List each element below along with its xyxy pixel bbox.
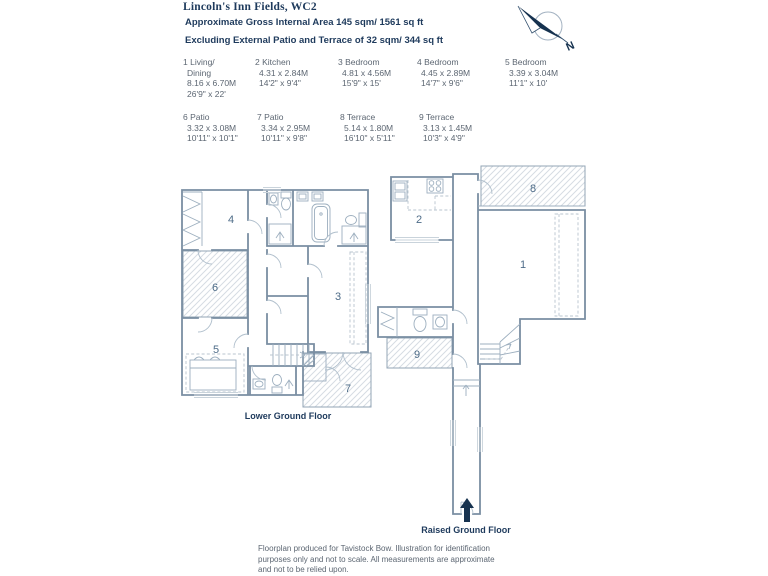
closet-room1: [554, 213, 579, 317]
stairs-lower: [270, 344, 315, 367]
room-label-3: 3: [335, 291, 341, 303]
lower-windows: [194, 187, 371, 398]
page-title: Lincoln's Inn Fields, WC2: [183, 1, 317, 13]
legend-item-terrace-8: 8 Terrace 5.14 x 1.80M 16'10" x 5'11": [340, 112, 395, 143]
corridor-details: [453, 379, 480, 396]
legend-item-terrace-9: 9 Terrace 3.13 x 1.45M 10'3" x 4'9": [419, 112, 473, 143]
legend-item-bedroom-3: 3 Bedroom 4.81 x 4.56M 15'9" x 15': [338, 57, 392, 88]
lower-floor-label: Lower Ground Floor: [244, 411, 332, 421]
kitchen-window: [395, 237, 439, 243]
bathroom-mid-fixtures: [268, 191, 292, 245]
legend-item-bedroom-4: 4 Bedroom 4.45 x 2.89M 14'7" x 9'6": [417, 57, 471, 88]
entrance-arrow-icon: [460, 498, 474, 522]
room-label-9: 9: [414, 349, 420, 361]
terrace-8-area: [480, 165, 586, 207]
room-label-8: 8: [530, 183, 536, 195]
closet-room3: [349, 251, 367, 345]
legend-item-living-dining: 1 Living/ Dining 8.16 x 6.70M 26'9" x 22…: [183, 57, 237, 99]
compass-icon: N: [517, 5, 577, 54]
room-label-1: 1: [520, 259, 526, 271]
legend-item-patio-7: 7 Patio 3.34 x 2.95M 10'11" x 9'8": [257, 112, 311, 143]
corridor-windows: [450, 420, 483, 452]
legend-item-patio-6: 6 Patio 3.32 x 3.08M 10'11" x 10'1": [183, 112, 238, 143]
lower-doors: [197, 203, 362, 382]
floorplan-lower: 4 6 5 3 7: [181, 187, 372, 408]
patio-6-area: [182, 250, 248, 318]
gross-area-line: Approximate Gross Internal Area 145 sqm/…: [185, 17, 424, 28]
room-label-5: 5: [213, 344, 219, 356]
legend-item-bedroom-5: 5 Bedroom 3.39 x 3.04M 11'1" x 10': [505, 57, 559, 88]
floorplan-raised: 2 1 8 9: [377, 165, 586, 522]
wc-fixtures: [379, 307, 448, 337]
disclaimer-text: Floorplan produced for Tavistock Bow. Il…: [258, 544, 495, 574]
compass-north-label: N: [564, 40, 576, 54]
terrace-9-area: [386, 337, 453, 369]
excluding-line: Excluding External Patio and Terrace of …: [185, 35, 443, 46]
kitchen-fixtures: [392, 178, 451, 211]
bed-room5: [185, 353, 245, 393]
legend-item-kitchen: 2 Kitchen 4.31 x 2.84M 14'2" x 9'4": [255, 57, 309, 88]
room-label-7: 7: [345, 383, 351, 395]
bathroom-bottom-fixtures: [252, 374, 294, 394]
raised-floor-label: Raised Ground Floor: [421, 525, 511, 535]
wardrobe-room4: [182, 191, 203, 247]
room-label-6: 6: [212, 282, 218, 294]
room-label-4: 4: [228, 214, 234, 226]
raised-doors: [452, 179, 493, 515]
room-label-2: 2: [416, 214, 422, 226]
stairs-raised: [480, 323, 521, 364]
bathroom-right-fixtures: [296, 191, 367, 245]
